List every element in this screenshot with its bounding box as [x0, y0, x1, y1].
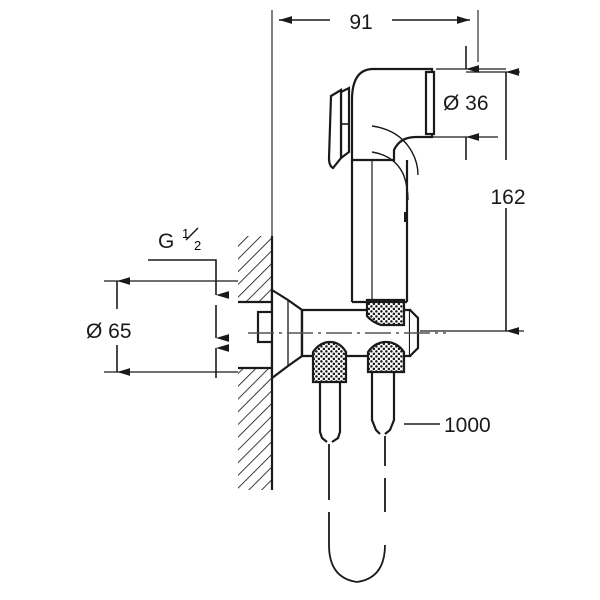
dimension-diameter-36: Ø 36	[420, 46, 506, 160]
dimension-1000: 1000	[404, 414, 491, 437]
trigger-lever	[339, 86, 351, 161]
head-inner-contour-upper	[371, 125, 419, 176]
trigger-lever-outer	[327, 88, 343, 170]
head-inner-contour-lower	[371, 151, 409, 201]
g-half-letter: G	[158, 230, 174, 253]
dim-91-text-mask	[330, 6, 392, 34]
dim-36-label: Ø 36	[443, 92, 489, 115]
dim-65-label: Ø 65	[86, 320, 132, 343]
hose-left-inner	[331, 382, 342, 443]
dim-1000-label: 1000	[444, 414, 491, 437]
dimension-91: 91	[279, 6, 479, 62]
dimension-162: 162	[420, 68, 532, 335]
dimension-diameter-65: Ø 65	[86, 277, 238, 378]
upper-knurled-nut	[365, 298, 406, 327]
g-half-leader	[148, 259, 229, 299]
wall-hatch-upper	[238, 236, 272, 302]
dimension-g-half: G 1 2	[148, 226, 229, 299]
handle-tube-sides	[350, 160, 409, 302]
g-half-denominator: 2	[194, 238, 201, 253]
lower-left-knurled-nut	[311, 340, 348, 384]
hose-right-inner	[384, 372, 396, 435]
hose-right-outer	[370, 372, 381, 435]
handle-notch-detail	[404, 212, 407, 222]
dim-162-label: 162	[490, 186, 525, 209]
spray-head-body	[350, 67, 434, 162]
hose-left-outer	[318, 382, 328, 443]
g-half-fraction-bar	[185, 227, 199, 241]
wall-section	[238, 10, 274, 490]
wall-escutcheon	[270, 288, 304, 381]
lower-right-knurled-nut	[366, 340, 406, 374]
wall-hatch-lower	[238, 368, 272, 490]
spray-nozzle-face	[424, 70, 436, 136]
g-half-numerator: 1	[182, 226, 189, 241]
spray-head-assembly	[327, 67, 436, 304]
dim-162-text-mask	[484, 182, 532, 208]
flexible-hose	[318, 372, 396, 583]
hose-break-loop	[328, 436, 386, 583]
dim-91-label: 91	[349, 11, 372, 34]
elbow-union-assembly	[248, 288, 446, 384]
